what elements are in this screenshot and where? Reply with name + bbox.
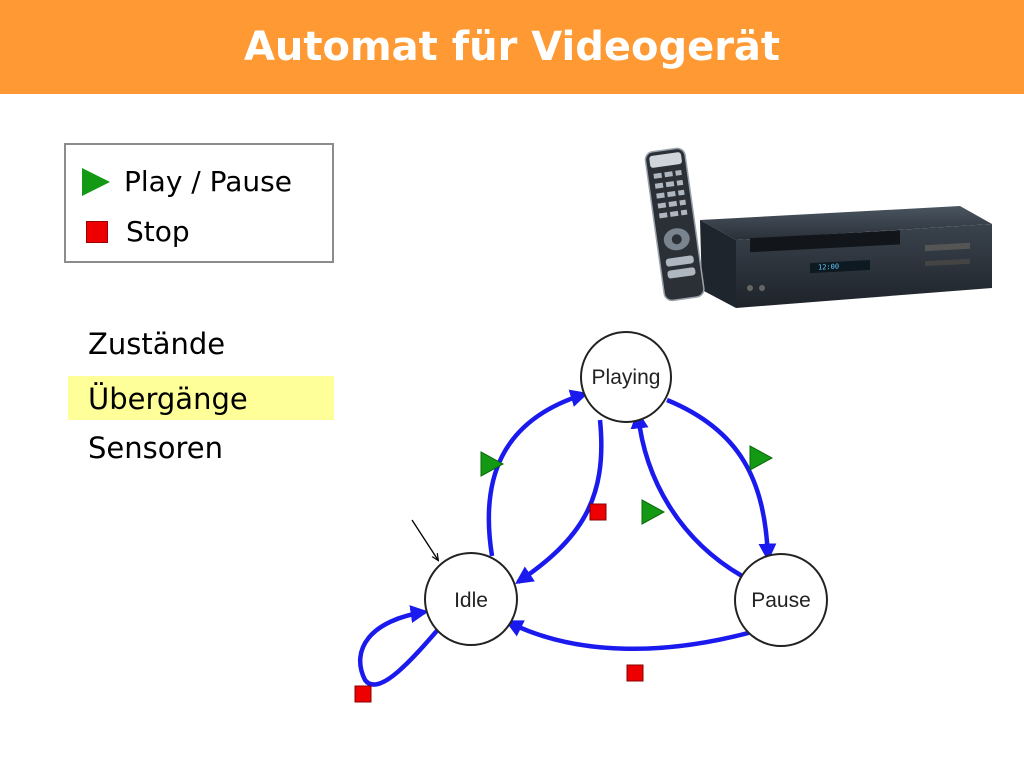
vcr-illustration: 12:00: [644, 147, 992, 308]
concept-item: Sensoren: [88, 431, 223, 465]
play-icon: [641, 499, 666, 525]
play-icon: [480, 451, 505, 477]
transition-playing-to-idle: [515, 419, 604, 585]
state-playing: Playing: [580, 331, 672, 423]
legend-play-row: Play / Pause: [82, 165, 292, 198]
play-icon: [82, 167, 110, 196]
title-bar: Automat für Videogerät: [0, 0, 1024, 94]
initial-state-arrow: [411, 519, 438, 560]
stop-icon: [354, 685, 372, 703]
state-idle: Idle: [424, 552, 518, 646]
transition-idle-to-playing: [486, 389, 589, 557]
state-diagram: Playing Idle Pause: [354, 331, 828, 703]
play-icon: [749, 445, 774, 471]
transition-pause-to-playing: [630, 410, 744, 578]
legend-box: Play / Pause Stop: [64, 143, 334, 263]
concept-item-highlighted: Übergänge: [68, 376, 334, 420]
transition-pause-to-idle: [504, 619, 753, 651]
legend-stop-row: Stop: [82, 215, 190, 248]
state-pause-label: Pause: [751, 589, 811, 612]
stop-icon: [86, 220, 108, 243]
legend-play-label: Play / Pause: [124, 165, 292, 198]
state-pause: Pause: [734, 553, 828, 647]
page-title: Automat für Videogerät: [243, 24, 781, 70]
stop-icon: [626, 664, 644, 682]
transition-playing-to-pause: [666, 397, 777, 562]
legend-stop-label: Stop: [126, 215, 190, 248]
svg-text:12:00: 12:00: [818, 263, 839, 272]
state-idle-label: Idle: [454, 589, 488, 612]
concept-item: Zustände: [88, 327, 226, 361]
transition-arrows: [358, 389, 777, 687]
state-playing-label: Playing: [592, 366, 661, 389]
remote-control-icon: [644, 147, 705, 302]
stop-icon: [589, 503, 607, 521]
vcr-body-icon: 12:00: [700, 206, 992, 308]
concept-list: Zustände Übergänge Sensoren: [68, 320, 334, 476]
transition-idle-self-loop: [358, 605, 450, 687]
